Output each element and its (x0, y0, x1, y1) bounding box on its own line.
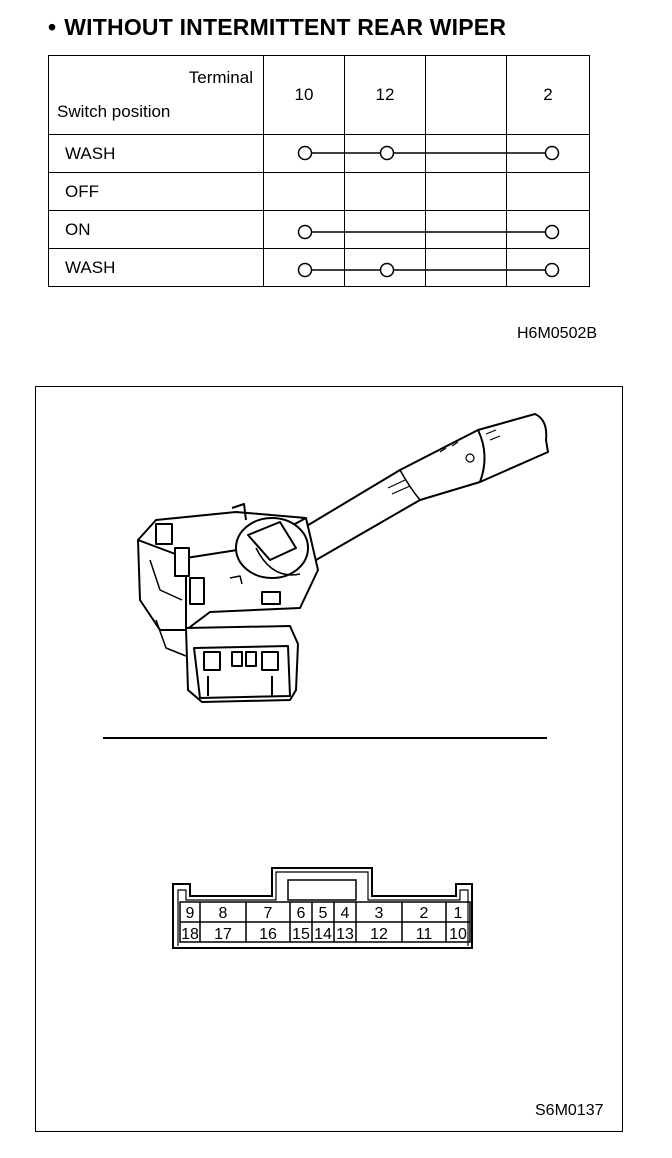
section-heading: • WITHOUT INTERMITTENT REAR WIPER (48, 14, 506, 41)
terminal-connection-table: Terminal Switch position 10 12 2 WASH OF… (48, 55, 590, 287)
connection-overlay (297, 145, 560, 278)
connection-node (544, 145, 560, 161)
terminal-col-2: 2 (506, 55, 590, 135)
heading-text: WITHOUT INTERMITTENT REAR WIPER (64, 14, 507, 40)
connection-node (379, 262, 395, 278)
table-header-cell: Terminal Switch position (48, 55, 264, 135)
figure-code-1: H6M0502B (517, 325, 598, 342)
connection-node (297, 262, 313, 278)
connection-node (379, 145, 395, 161)
header-terminal: Terminal (188, 68, 253, 87)
row-label-on: ON (48, 210, 264, 249)
connection-node (544, 262, 560, 278)
row-label-wash-2: WASH (48, 248, 264, 287)
connection-node (544, 224, 560, 240)
row-label-wash: WASH (48, 134, 264, 173)
divider-line (103, 737, 547, 739)
figure-code-2: S6M0137 (535, 1102, 604, 1119)
bullet: • (48, 14, 57, 40)
illustration-frame (35, 386, 623, 1132)
connection-node (297, 224, 313, 240)
terminal-col-blank (425, 55, 507, 135)
terminal-col-10: 10 (263, 55, 345, 135)
header-switch-position: Switch position (57, 102, 171, 121)
connection-node (297, 145, 313, 161)
